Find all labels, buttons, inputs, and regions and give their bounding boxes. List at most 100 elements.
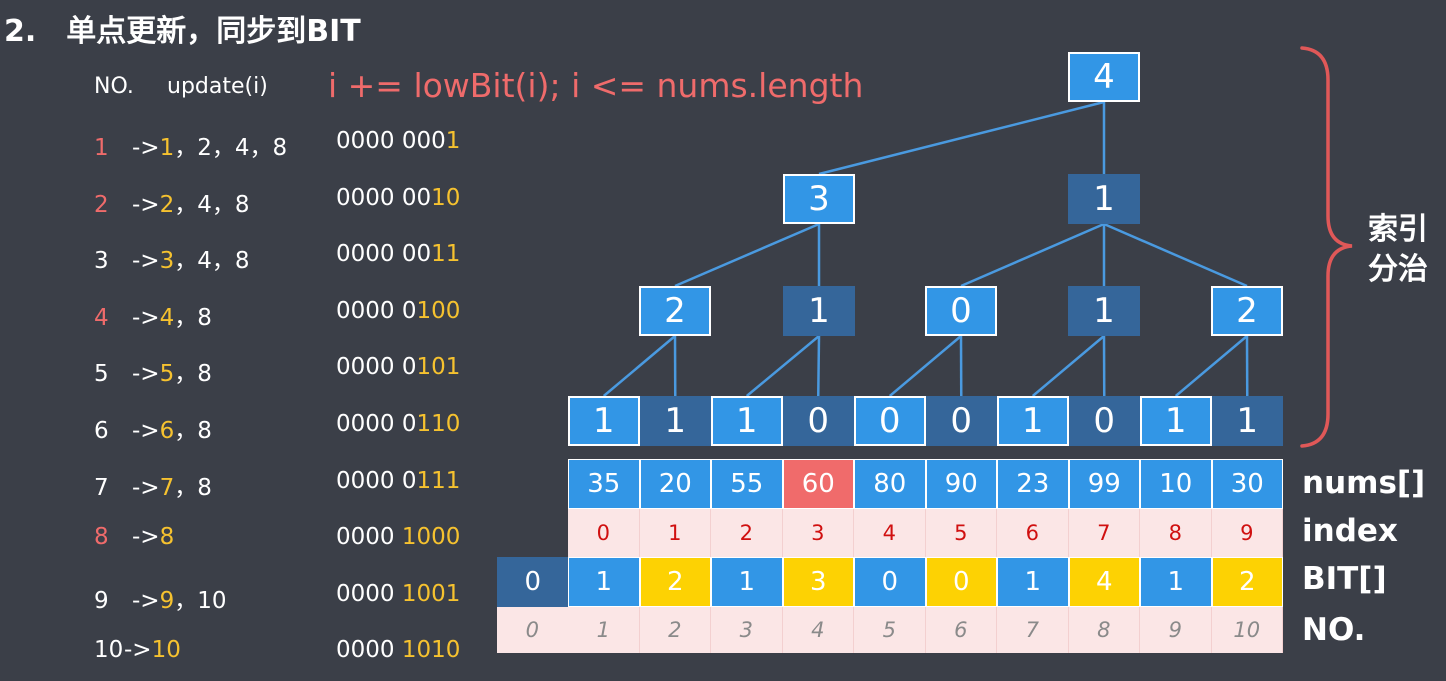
arrow-text: -> (132, 248, 160, 274)
nums-cell: 80 (854, 459, 926, 509)
update-row-number: 8 (94, 524, 109, 550)
no-cell: 7 (997, 607, 1069, 653)
binary-value: 0000 0010 (336, 185, 460, 211)
index-cell: 2 (711, 509, 783, 557)
binary-lowbit-part: 1 (445, 128, 461, 154)
update-first-index: 5 (159, 361, 175, 387)
update-first-index: 4 (159, 305, 175, 331)
update-first-index: 3 (159, 248, 175, 274)
tree-edge (1031, 335, 1105, 397)
binary-value: 0000 0101 (336, 354, 460, 380)
binary-value: 0000 1010 (336, 637, 460, 663)
update-row: 7->7，8 (94, 468, 212, 502)
binary-prefix: 0000 0 (336, 411, 417, 437)
update-row: 3->3，4，8 (94, 241, 250, 275)
tree-node: 2 (639, 286, 711, 336)
brace-label-line: 索引 (1368, 212, 1428, 247)
nums-cell: 35 (568, 459, 640, 509)
tree-leaf-node: 0 (925, 396, 997, 446)
binary-value: 0000 0111 (336, 468, 460, 494)
arrow-text: -> (124, 637, 152, 663)
update-path-rest: ，8 (174, 305, 212, 331)
bit-cell: 0 (925, 557, 997, 607)
tree-node: 1 (1068, 286, 1140, 336)
update-row: 10->10 (94, 637, 181, 663)
binary-lowbit-part: 10 (431, 185, 461, 211)
binary-lowbit-part: 1001 (401, 581, 461, 607)
no-cell: 5 (854, 607, 926, 653)
index-cell: 9 (1211, 509, 1283, 557)
tree-leaf-node: 1 (1211, 396, 1283, 446)
binary-lowbit-part: 110 (416, 411, 461, 437)
tree-node: 1 (1068, 174, 1140, 224)
update-row-number: 2 (94, 192, 109, 218)
update-row: 4->4，8 (94, 298, 212, 332)
no-cell: 6 (925, 607, 997, 653)
update-row: 2->2，4，8 (94, 185, 250, 219)
bit-cell: 1 (711, 557, 783, 607)
binary-value: 0000 0100 (336, 298, 460, 324)
binary-prefix: 0000 00 (336, 185, 432, 211)
curly-brace (1300, 46, 1353, 448)
index-cell: 5 (925, 509, 997, 557)
index-cell: 6 (997, 509, 1069, 557)
arrow-text: -> (132, 475, 160, 501)
tree-edge (1174, 335, 1248, 397)
bit-cell: 1 (568, 557, 640, 607)
no-cell: 0 (497, 607, 569, 653)
update-row: 8->8 (94, 524, 174, 550)
update-row-number: 1 (94, 135, 109, 161)
tree-leaf-node: 1 (1140, 396, 1212, 446)
arrow-text: -> (132, 361, 160, 387)
bit-cell: 4 (1068, 557, 1140, 607)
tree-edge (1103, 222, 1248, 288)
index-cell: 3 (782, 509, 854, 557)
binary-value: 0000 1001 (336, 581, 460, 607)
index-cell: 8 (1140, 509, 1212, 557)
row-label-index: index (1302, 513, 1398, 549)
nums-cell: 23 (997, 459, 1069, 509)
bit-cell: 1 (997, 557, 1069, 607)
nums-cell: 20 (639, 459, 711, 509)
update-path-rest: ，8 (174, 418, 212, 444)
no-cell: 3 (711, 607, 783, 653)
update-first-index: 8 (159, 524, 175, 550)
update-path-rest: ，4，8 (174, 192, 250, 218)
binary-value: 0000 0001 (336, 128, 460, 154)
bit-cell: 0 (497, 557, 569, 607)
binary-prefix: 0000 0 (336, 354, 417, 380)
bit-cell: 0 (854, 557, 926, 607)
binary-lowbit-part: 1010 (401, 637, 461, 663)
arrow-text: -> (132, 192, 160, 218)
binary-value: 0000 0011 (336, 241, 460, 267)
tree-leaf-node: 0 (782, 396, 854, 446)
index-cell: 4 (854, 509, 926, 557)
update-row: 9->9，10 (94, 581, 227, 615)
update-row-number: 5 (94, 361, 109, 387)
binary-prefix: 0000 0 (336, 298, 417, 324)
update-path-rest: ，8 (174, 361, 212, 387)
nums-cell: 99 (1068, 459, 1140, 509)
arrow-text: -> (132, 135, 160, 161)
update-row-number: 4 (94, 305, 109, 331)
list-header-no: NO. (94, 74, 134, 99)
tree-node: 1 (783, 286, 855, 336)
update-row-number: 3 (94, 248, 109, 274)
arrow-text: -> (132, 305, 160, 331)
tree-node: 4 (1068, 52, 1140, 102)
binary-lowbit-part: 100 (416, 298, 461, 324)
no-cell: 2 (639, 607, 711, 653)
update-row: 5->5，8 (94, 354, 212, 388)
tree-edge (745, 335, 820, 397)
binary-prefix: 0000 000 (336, 128, 446, 154)
tree-edge (602, 335, 676, 397)
tree-edge (817, 335, 821, 397)
binary-value: 0000 1000 (336, 524, 460, 550)
no-cell: 4 (782, 607, 854, 653)
binary-lowbit-part: 101 (416, 354, 461, 380)
binary-lowbit-part: 11 (431, 241, 461, 267)
index-cell: 1 (639, 509, 711, 557)
nums-cell: 55 (711, 459, 783, 509)
nums-cell: 10 (1140, 459, 1212, 509)
